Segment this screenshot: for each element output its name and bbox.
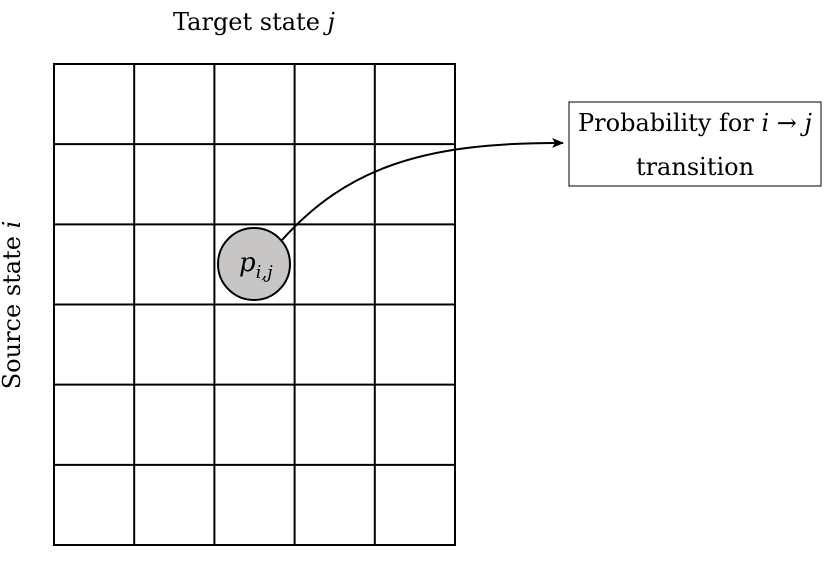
source-state-label: Source state i [0,221,26,390]
target-state-label: Target state j [173,8,336,36]
callout-arrow [281,137,564,241]
callout-arrow-glyph: → [769,109,804,137]
highlighted-cell-marker [217,227,291,301]
cell-probability-label: pi,j [239,248,273,283]
source-state-text: Source state [0,228,26,389]
callout-line-1: Probability for i → j [578,109,812,137]
cell-probability-subscript: i,j [256,262,273,283]
cell-probability-base: p [239,248,256,278]
callout-line-2: transition [636,153,754,181]
matrix-grid [53,63,456,546]
callout-var-from: i [761,109,769,137]
callout-line-1-text: Probability for [578,109,761,137]
callout-box [568,101,822,187]
source-state-variable: i [0,221,26,229]
target-state-text: Target state [173,8,328,36]
